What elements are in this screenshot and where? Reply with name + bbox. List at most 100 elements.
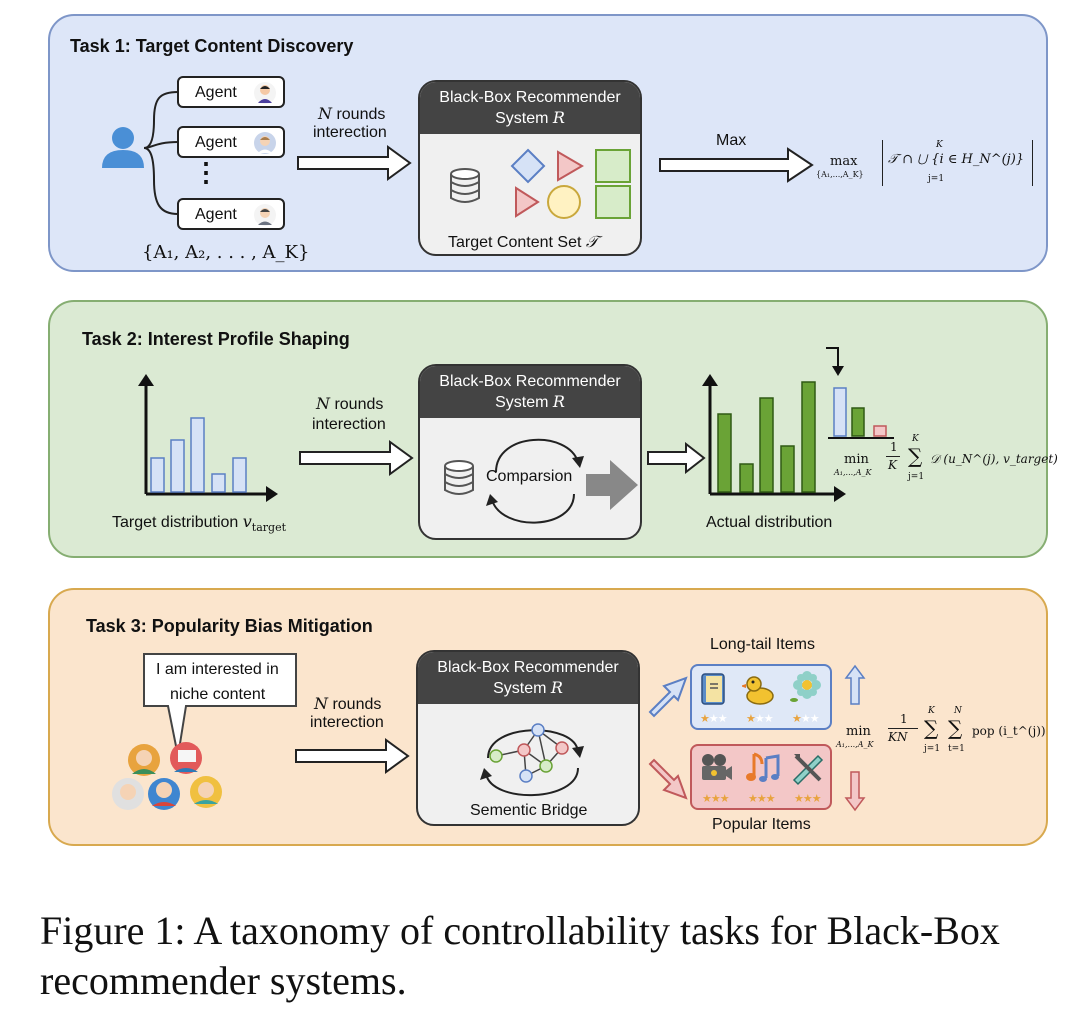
tools-icon xyxy=(792,754,824,786)
user-icon xyxy=(102,127,144,168)
recommender-subtitle: System R xyxy=(495,108,565,127)
recommender-header: Black-Box Recommender System R xyxy=(420,82,640,134)
objective-sub: {A₁,...,A_K} xyxy=(816,170,864,179)
target-distribution-chart xyxy=(138,374,278,502)
hollow-arrow xyxy=(295,738,410,774)
agent-box-3: Agent xyxy=(177,198,285,230)
objective-upper: K xyxy=(936,140,943,150)
agent-avatar-icon xyxy=(254,82,276,104)
book-icon xyxy=(701,673,725,705)
up-diagonal-arrow xyxy=(648,676,688,718)
cycle-arrows-icon xyxy=(486,438,584,524)
objective-bar-right xyxy=(1032,140,1033,186)
sum-icon: ∑ xyxy=(908,444,923,468)
star-rating: ★★★ xyxy=(792,713,820,725)
agent-ellipsis: ⋮ xyxy=(193,158,219,188)
agent-label: Agent xyxy=(195,84,237,101)
objective-frac-bar xyxy=(888,728,918,729)
star-rating: ★★★ xyxy=(794,793,822,805)
objective-frac-num: 1 xyxy=(900,712,908,726)
speech-bubble xyxy=(143,653,297,757)
objective-frac-den: K xyxy=(888,458,897,472)
agent-avatar-icon xyxy=(254,132,276,154)
objective-sum-lower: j=1 xyxy=(908,472,925,482)
star-rating: ★★★ xyxy=(746,713,774,725)
speech-line-1: I am interested in xyxy=(156,661,279,678)
star-rating: ★★★ xyxy=(702,793,730,805)
objective-sum2-upper: N xyxy=(954,706,962,716)
recommender-title: Black-Box Recommender xyxy=(437,659,619,676)
recommender-box: Black-Box Recommender System R Sementic … xyxy=(416,650,640,826)
target-dist-label: Target distribution vtarget xyxy=(112,512,287,535)
recommender-title: Black-Box Recommender xyxy=(439,373,621,390)
users-group-icon xyxy=(112,742,222,810)
popular-box: ★★★ ★★★ ★★★ xyxy=(690,744,832,810)
objective-op: max xyxy=(830,154,858,169)
sum-icon: ∑ xyxy=(924,716,939,740)
interaction-label: interection xyxy=(312,416,386,433)
interaction-label: interection xyxy=(313,124,387,141)
recommender-box: Black-Box Recommender System R Target Co… xyxy=(418,80,642,256)
objective-expr: 𝒟 (u_N^(j), v_target) xyxy=(930,452,1058,466)
speech-line-2: niche content xyxy=(170,686,266,703)
star-rating: ★★★ xyxy=(700,713,728,725)
agent-label: Agent xyxy=(195,206,237,223)
camera-icon xyxy=(702,754,732,780)
objective-frac-den: KN xyxy=(888,730,908,744)
target-set-label: Target Content Set 𝒯 xyxy=(448,232,599,251)
longtail-box: ★★★ ★★★ ★★★ xyxy=(690,664,832,730)
recommender-header: Black-Box Recommender System R xyxy=(418,652,638,704)
objective-op: min xyxy=(844,452,869,467)
objective-frac-bar xyxy=(886,456,900,457)
objective-sub: A₁,...,A_K xyxy=(836,740,874,749)
objective-sub: A₁,...,A_K xyxy=(834,468,872,477)
hollow-arrow xyxy=(297,145,412,181)
database-icon xyxy=(450,168,480,203)
rounds-label: N rounds xyxy=(316,394,384,413)
comparison-label: Comparsion xyxy=(486,468,573,485)
music-icon xyxy=(746,752,780,782)
flower-icon xyxy=(790,671,821,702)
rounds-label: N rounds xyxy=(314,694,382,713)
down-arrow-icon xyxy=(844,771,866,812)
content-shapes xyxy=(510,148,631,219)
figure-caption: Figure 1: A taxonomy of controllability … xyxy=(40,908,1000,1003)
objective-sum-upper: K xyxy=(912,434,919,444)
hollow-arrow xyxy=(299,440,414,476)
max-label: Max xyxy=(716,132,747,149)
star-rating: ★★★ xyxy=(748,793,776,805)
task2-title: Task 2: Interest Profile Shaping xyxy=(82,329,350,349)
task1-objective: max {A₁,...,A_K} K 𝒯 ∩ ⋃ {i ∈ H_N^(j)} j… xyxy=(812,138,1042,190)
task2-objective: min A₁,...,A_K 1 K K ∑ j=1 𝒟 (u_N^(j), v… xyxy=(830,434,1058,490)
objective-lower: j=1 xyxy=(928,174,945,184)
objective-bar-left xyxy=(882,140,883,186)
agent-branch-lines xyxy=(143,91,179,215)
objective-frac-num: 1 xyxy=(890,440,898,454)
recommender-subtitle: System R xyxy=(495,392,565,411)
objective-sum1-upper: K xyxy=(928,706,935,716)
agent-label: Agent xyxy=(195,134,237,151)
recommender-header: Black-Box Recommender System R xyxy=(420,366,640,418)
interaction-label: interection xyxy=(310,714,384,731)
shift-distribution-icon xyxy=(826,347,894,439)
agent-box-2: Agent xyxy=(177,126,285,158)
hollow-arrow xyxy=(647,442,706,474)
up-arrow-icon xyxy=(844,664,866,705)
database-icon xyxy=(444,460,474,495)
agent-box-1: Agent xyxy=(177,76,285,108)
task3-title: Task 3: Popularity Bias Mitigation xyxy=(86,616,373,636)
objective-expr: 𝒯 ∩ ⋃ {i ∈ H_N^(j)} xyxy=(888,152,1025,167)
agent-avatar-icon xyxy=(254,204,276,226)
recommender-box: Black-Box Recommender System R Comparsio… xyxy=(418,364,642,540)
recommender-subtitle: System R xyxy=(493,678,563,697)
actual-distribution-chart xyxy=(702,374,846,502)
recommender-title: Black-Box Recommender xyxy=(439,89,621,106)
duck-icon xyxy=(742,676,774,705)
bridge-label: Sementic Bridge xyxy=(470,802,588,819)
popular-label: Popular Items xyxy=(712,816,811,833)
task3-objective: min A₁,...,A_K 1 KN K ∑ j=1 N ∑ t=1 pop … xyxy=(834,706,1046,762)
actual-dist-label: Actual distribution xyxy=(706,514,833,531)
rounds-label: N rounds xyxy=(318,104,386,123)
sum-icon: ∑ xyxy=(948,716,963,740)
down-diagonal-arrow xyxy=(648,758,688,800)
